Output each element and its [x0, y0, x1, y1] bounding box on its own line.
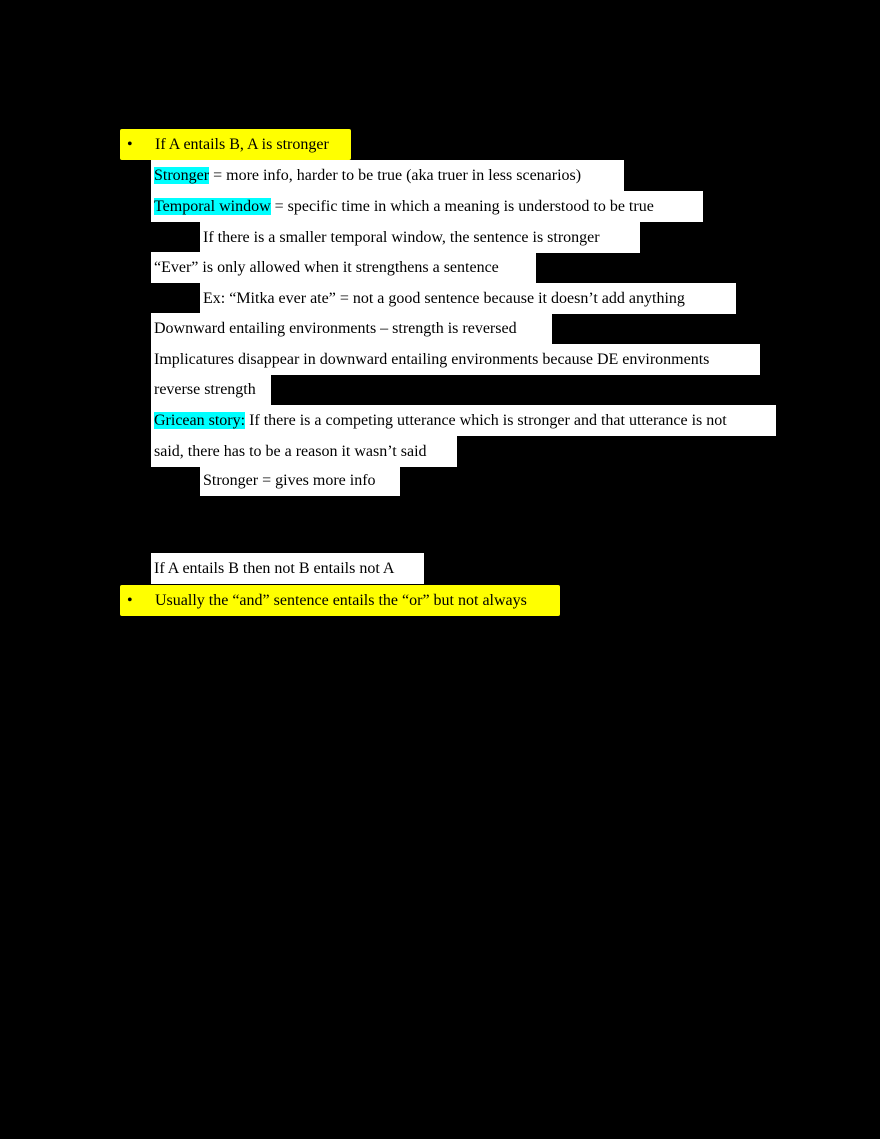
- line-text: If there is a competing utterance which …: [245, 412, 727, 429]
- line-text: If there is a smaller temporal window, t…: [203, 229, 600, 246]
- line-text: Downward entailing environments – streng…: [154, 320, 517, 337]
- bullet-line-and-or: • Usually the “and” sentence entails the …: [120, 585, 560, 616]
- highlight-term: Temporal window: [154, 198, 271, 215]
- line-contrapositive: If A entails B then not B entails not A: [151, 553, 424, 584]
- line-ever: “Ever” is only allowed when it strengthe…: [151, 252, 536, 283]
- line-text: reverse strength: [154, 381, 256, 398]
- line-smaller-window: If there is a smaller temporal window, t…: [200, 222, 640, 253]
- line-text: If A entails B then not B entails not A: [154, 560, 395, 577]
- line-text: If A entails B, A is stronger: [155, 136, 329, 153]
- bullet-icon: •: [127, 136, 133, 153]
- line-gricean-story: Gricean story: If there is a competing u…: [151, 405, 776, 436]
- line-temporal-window: Temporal window = specific time in which…: [151, 191, 703, 222]
- line-downward-entailing: Downward entailing environments – streng…: [151, 313, 552, 344]
- line-text: Stronger = gives more info: [203, 472, 376, 489]
- line-said-reason: said, there has to be a reason it wasn’t…: [151, 436, 457, 467]
- highlight-term: Gricean story:: [154, 412, 246, 429]
- line-stronger-more-info: Stronger = gives more info: [200, 465, 400, 496]
- line-implicatures: Implicatures disappear in downward entai…: [151, 344, 760, 375]
- highlight-term: Stronger: [154, 167, 210, 184]
- line-example: Ex: “Mitka ever ate” = not a good senten…: [200, 283, 736, 314]
- line-text: said, there has to be a reason it wasn’t…: [154, 443, 427, 460]
- bullet-icon: •: [127, 592, 133, 609]
- line-text: = more info, harder to be true (aka true…: [209, 167, 582, 184]
- line-stronger-definition: Stronger = more info, harder to be true …: [151, 160, 624, 191]
- line-text: “Ever” is only allowed when it strengthe…: [154, 259, 499, 276]
- bullet-line-entailment: • If A entails B, A is stronger: [120, 129, 351, 160]
- line-reverse-strength: reverse strength: [151, 374, 271, 405]
- line-text: Implicatures disappear in downward entai…: [154, 351, 710, 368]
- line-text: Ex: “Mitka ever ate” = not a good senten…: [203, 290, 685, 307]
- line-text: = specific time in which a meaning is un…: [270, 198, 654, 215]
- line-text: Usually the “and” sentence entails the “…: [155, 592, 527, 609]
